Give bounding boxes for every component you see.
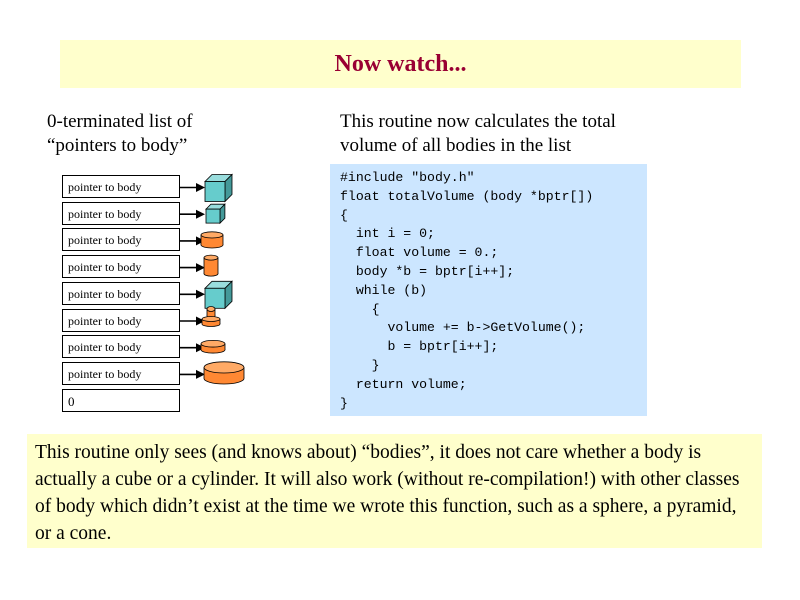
- arrow-head: [196, 343, 205, 353]
- cylinder-body-shape: [203, 361, 245, 385]
- list-heading-line2: “pointers to body”: [47, 135, 188, 156]
- arrow-head: [196, 289, 205, 299]
- null-terminator-cell: 0: [62, 388, 180, 412]
- slide-title: Now watch...: [334, 50, 467, 77]
- cube-body-shape: [204, 173, 233, 203]
- title-bar: Now watch...: [60, 40, 741, 88]
- pointer-cell: pointer to body: [62, 201, 180, 225]
- cylinder-body-shape: [200, 231, 224, 249]
- pointer-cell: pointer to body: [62, 228, 180, 252]
- cube-body-shape: [204, 280, 233, 310]
- list-heading-line1: 0-terminated list of: [47, 111, 193, 132]
- arrow-head: [196, 209, 205, 219]
- pointer-cell: pointer to body: [62, 308, 180, 332]
- code-text: #include "body.h" float totalVolume (bod…: [340, 170, 594, 411]
- arrow-head: [196, 316, 205, 326]
- routine-heading: This routine now calculates the total vo…: [340, 110, 680, 158]
- explanation-text: This routine only sees (and knows about)…: [35, 442, 740, 544]
- pointer-cell: pointer to body: [62, 281, 180, 305]
- routine-heading-line1: This routine now calculates the total: [340, 111, 616, 132]
- cylinder-body-shape: [203, 254, 219, 277]
- code-block: #include "body.h" float totalVolume (bod…: [330, 164, 647, 416]
- cylinder-body-shape: [206, 306, 216, 319]
- pointer-cell: pointer to body: [62, 255, 180, 279]
- routine-heading-line2: volume of all bodies in the list: [340, 135, 572, 156]
- list-heading: 0-terminated list of “pointers to body”: [47, 110, 287, 158]
- pointer-cell: pointer to body: [62, 361, 180, 385]
- cylinder-body-shape: [201, 316, 221, 327]
- pointer-cell: pointer to body: [62, 175, 180, 198]
- cylinder-body-shape: [200, 339, 226, 354]
- arrow-head: [196, 236, 205, 246]
- explanation-box: This routine only sees (and knows about)…: [27, 434, 762, 548]
- arrow-head: [196, 369, 205, 379]
- pointer-cell: pointer to body: [62, 335, 180, 359]
- cube-body-shape: [205, 203, 226, 225]
- arrow-head: [196, 263, 205, 273]
- arrow-head: [196, 183, 205, 192]
